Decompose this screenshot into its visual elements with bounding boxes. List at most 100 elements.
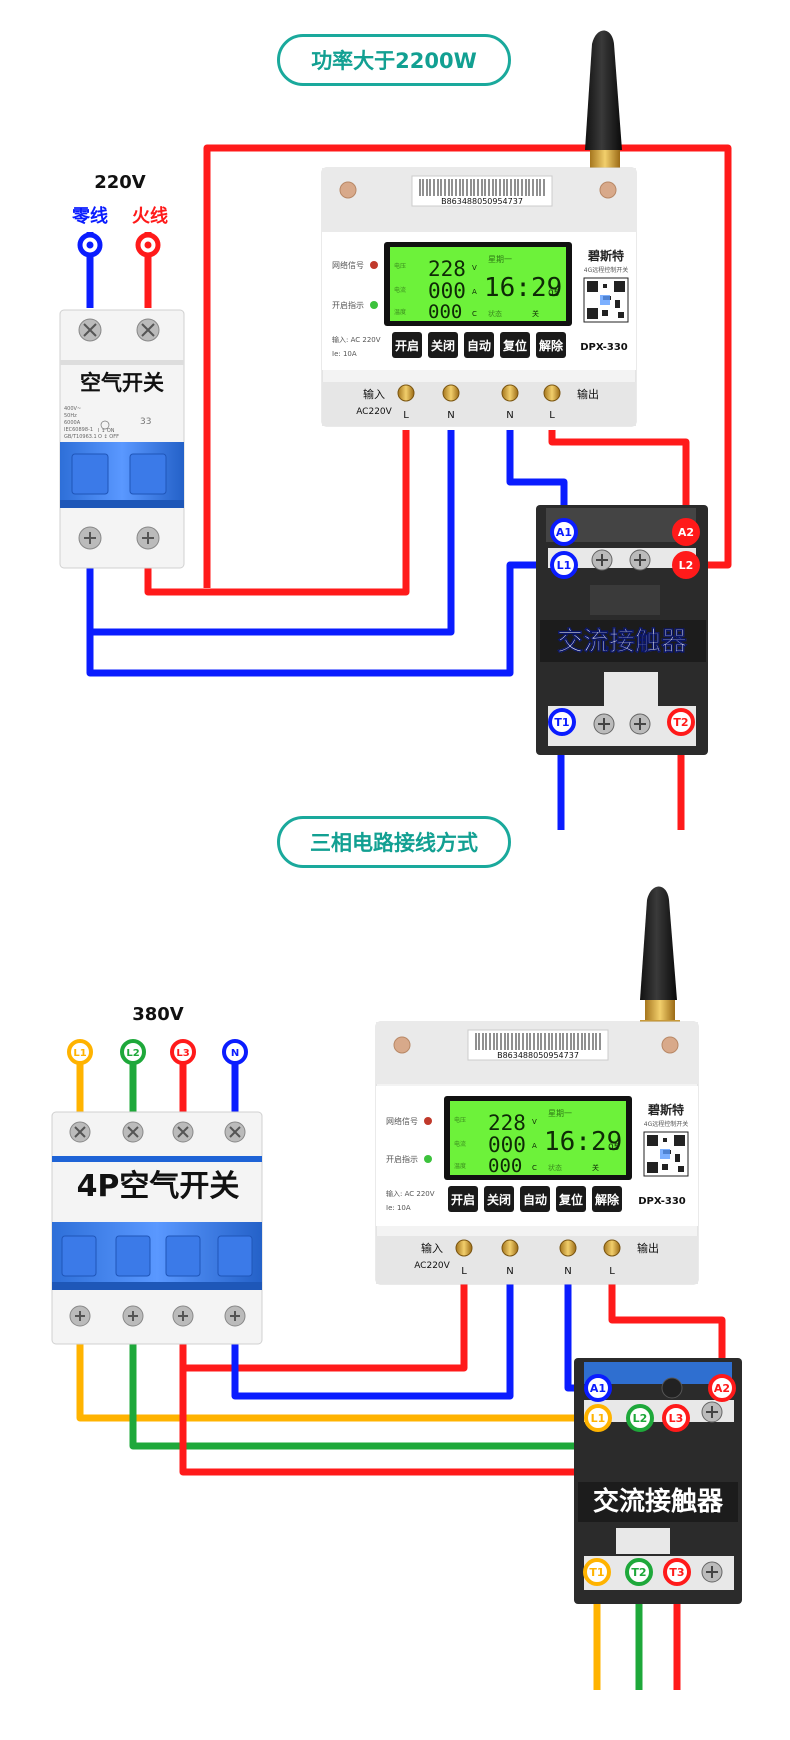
wire-L1-to-breaker — [86, 561, 560, 677]
phase-L2-icon — [120, 1039, 146, 1065]
phase-N-icon — [222, 1039, 248, 1065]
wire-device-out-L-to-A2 — [608, 1283, 726, 1380]
power-led-icon — [424, 1155, 432, 1163]
power-led-icon — [370, 301, 378, 309]
breaker-4p: 4P空气开关 — [51, 1111, 263, 1345]
terminal-L1-icon — [550, 551, 578, 579]
neutral-label: 零线 — [71, 205, 108, 227]
svg-text:关: 关 — [592, 1163, 599, 1172]
brand-name: 碧斯特 — [587, 248, 624, 263]
breaker-2p: 空气开关 400V~ 50Hz 6000A IEC60898-1 GB/T109… — [59, 309, 185, 569]
svg-text:000: 000 — [428, 301, 462, 323]
power-indicator-label: 开启指示 — [332, 300, 364, 310]
svg-text:AC220V: AC220V — [414, 1261, 450, 1271]
terminal-L1-icon — [584, 1404, 612, 1432]
terminal-T3-icon — [663, 1558, 691, 1586]
svg-text:L: L — [461, 1266, 467, 1277]
svg-text:228: 228 — [428, 257, 466, 281]
signal-led-icon — [424, 1117, 432, 1125]
svg-text:解除: 解除 — [539, 338, 564, 353]
svg-text:L3: L3 — [176, 1048, 189, 1059]
svg-text:星期一: 星期一 — [488, 255, 512, 264]
svg-text:T2: T2 — [673, 716, 688, 729]
svg-text:关闭: 关闭 — [431, 338, 455, 353]
svg-text:V: V — [532, 1118, 537, 1126]
svg-text:关: 关 — [532, 309, 539, 318]
button-open[interactable] — [392, 332, 422, 358]
qr-code-icon — [583, 277, 629, 323]
signal-led-icon — [370, 261, 378, 269]
svg-text:GB/T10963.1: GB/T10963.1 — [64, 434, 97, 440]
svg-text:L2: L2 — [633, 1412, 648, 1425]
svg-text:电流: 电流 — [454, 1140, 466, 1148]
svg-text:T1: T1 — [554, 716, 569, 729]
svg-text:输出: 输出 — [577, 387, 599, 401]
brand-sub: 4G远程控制开关 — [584, 266, 628, 274]
svg-text:N: N — [231, 1048, 239, 1059]
svg-text:16:29: 16:29 — [484, 273, 562, 303]
wire-live-top-loop — [203, 144, 732, 588]
svg-text:DPX-330: DPX-330 — [638, 1196, 686, 1207]
svg-text:000: 000 — [488, 1155, 522, 1177]
device-1-buttons: 开启 关闭 自动 复位 解除 — [392, 332, 566, 358]
svg-text:A: A — [472, 288, 477, 296]
lcd-screen — [390, 247, 566, 321]
contactor-2-badges: A1 A2 L1 L2 L3 T1 T2 T3 — [583, 1374, 736, 1586]
svg-text:A1: A1 — [556, 526, 572, 539]
wire-N-to-device-N — [231, 1283, 514, 1400]
svg-text:解除: 解除 — [595, 1192, 620, 1207]
svg-text:AC220V: AC220V — [356, 407, 392, 417]
wire-L1-yellow — [76, 1318, 590, 1422]
svg-text:L: L — [609, 1266, 615, 1277]
svg-text:400V~: 400V~ — [64, 406, 81, 412]
svg-text:电压: 电压 — [454, 1116, 466, 1124]
svg-text:开启: 开启 — [451, 1192, 475, 1207]
section1-title: 功率大于2200W — [277, 34, 511, 86]
svg-text:T3: T3 — [669, 1566, 684, 1579]
current-spec: Ie: 10A — [332, 350, 357, 358]
barcode-icon — [419, 179, 545, 196]
model-label: DPX-330 — [580, 342, 628, 353]
button-release[interactable] — [592, 1186, 622, 1212]
terminal-T1-icon — [548, 708, 576, 736]
button-close[interactable] — [428, 332, 458, 358]
svg-text:复位: 复位 — [502, 338, 527, 353]
svg-text:L3: L3 — [669, 1412, 684, 1425]
phase-L1-icon — [67, 1039, 93, 1065]
svg-text:000: 000 — [488, 1133, 526, 1157]
svg-text:A2: A2 — [714, 1382, 730, 1395]
svg-text:复位: 复位 — [558, 1192, 583, 1207]
terminal-A2-icon — [708, 1374, 736, 1402]
svg-text:星期一: 星期一 — [548, 1109, 572, 1118]
svg-text:输入: AC 220V: 输入: AC 220V — [386, 1189, 435, 1198]
wire-device-N-to-breaker-neutral — [86, 430, 455, 636]
button-close[interactable] — [484, 1186, 514, 1212]
svg-text:50Hz: 50Hz — [64, 413, 77, 419]
svg-text:状态: 状态 — [548, 1163, 562, 1172]
contactor-2: 交流接触器 — [574, 1358, 742, 1604]
svg-text:温度: 温度 — [454, 1162, 466, 1170]
svg-text:L2: L2 — [126, 1048, 139, 1059]
svg-text:33: 33 — [140, 417, 151, 427]
breaker-4p-label: 4P空气开关 — [77, 1169, 240, 1204]
svg-text:16:29: 16:29 — [544, 1127, 622, 1157]
button-auto[interactable] — [520, 1186, 550, 1212]
contactor-2-label: 交流接触器 — [593, 1486, 724, 1517]
svg-text:L2: L2 — [679, 559, 694, 572]
svg-text:I ↕ ON: I ↕ ON — [98, 428, 115, 434]
svg-text:T2: T2 — [631, 1566, 646, 1579]
button-reset[interactable] — [556, 1186, 586, 1212]
svg-text:O ↕ OFF: O ↕ OFF — [98, 434, 119, 440]
terminal-L2-icon — [626, 1404, 654, 1432]
button-reset[interactable] — [500, 332, 530, 358]
svg-text:6000A: 6000A — [64, 420, 81, 426]
svg-text:C: C — [472, 310, 477, 318]
terminal-T2-icon — [667, 708, 695, 736]
button-auto[interactable] — [464, 332, 494, 358]
button-open[interactable] — [448, 1186, 478, 1212]
svg-text:电流: 电流 — [394, 286, 406, 294]
device-1: B863488050954737 网络信号 开启指示 输入: AC 220V I… — [321, 30, 637, 427]
device-2: B863488050954737 网络信号 开启指示 输入: AC 220V I… — [375, 886, 699, 1285]
button-release[interactable] — [536, 332, 566, 358]
